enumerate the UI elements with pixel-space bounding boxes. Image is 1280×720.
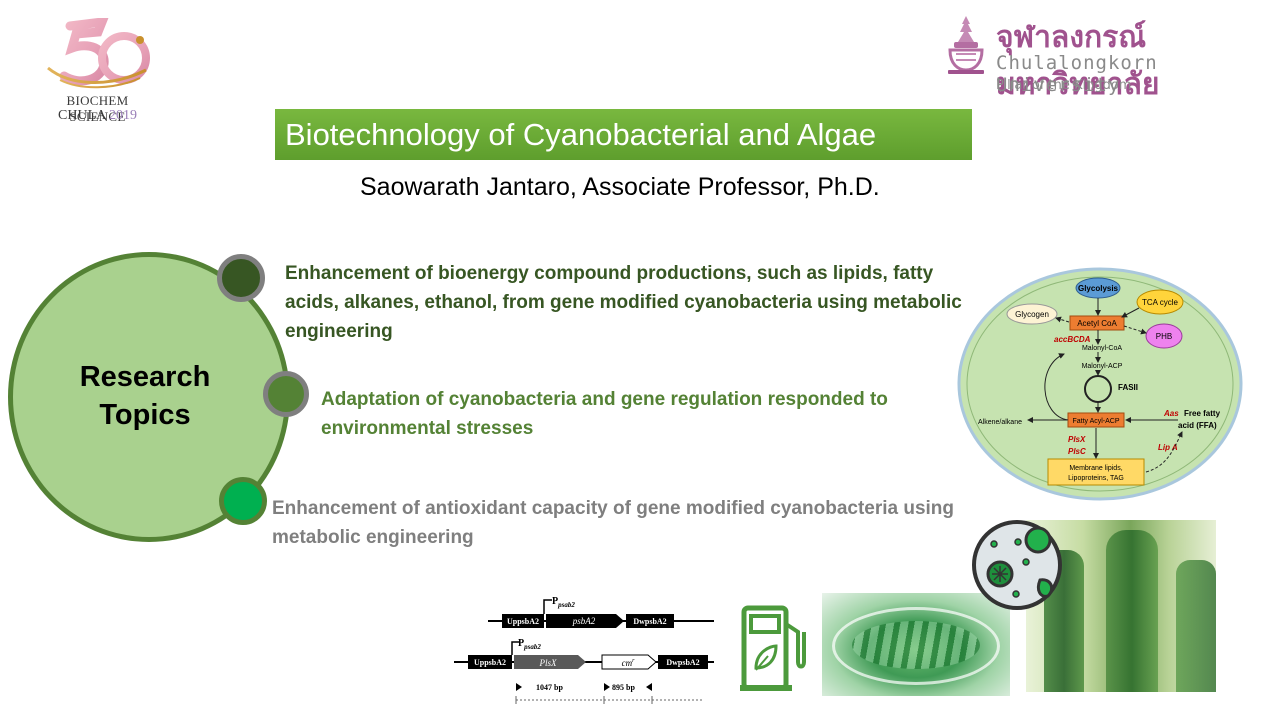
acetyl-coa-node xyxy=(1069,315,1125,331)
construct2-plsx-arrow xyxy=(514,655,586,669)
topic-bullet-1 xyxy=(217,254,265,302)
petri-dish-photo xyxy=(822,593,1010,696)
cell-inner-membrane xyxy=(966,276,1234,492)
construct2-up-box xyxy=(468,655,512,669)
lipid-metabolic-pathway-diagram: Glycolysis TCA cycle Glycogen Acetyl CoA… xyxy=(957,267,1243,501)
university-tagline: Pillar of the Kingdom xyxy=(996,78,1132,93)
research-topic-2: Adaptation of cyanobacteria and gene reg… xyxy=(321,389,888,439)
culture-bottle-2 xyxy=(1106,530,1158,692)
university-name-thai: จุฬาลงกรณ์มหาวิทยาลัย xyxy=(996,20,1160,102)
research-topic-1: Enhancement of bioenergy compound produc… xyxy=(285,263,962,342)
construct2-up-label: UppsbA2 xyxy=(474,658,506,667)
plsc-label: PlsC xyxy=(1068,447,1086,456)
promoter1-label: Ppsab2 xyxy=(552,596,575,609)
lipa-label: Lip A xyxy=(1158,443,1178,452)
acetyl-coa-label: Acetyl CoA xyxy=(1077,319,1117,328)
construct2-marker-label: cmr xyxy=(622,658,636,668)
construct1-gene-arrow xyxy=(546,614,624,628)
construct2-dw-label: DwpsbA2 xyxy=(666,658,699,667)
membrane-lipids-node xyxy=(1047,458,1145,486)
construct1-up-box xyxy=(502,614,544,628)
petri-culture-streaks xyxy=(852,621,980,669)
chulalongkorn-logo: จุฬาลงกรณ์มหาวิทยาลัย Chulalongkorn Univ… xyxy=(944,12,1264,102)
promoter2-label: Ppsab2 xyxy=(518,638,541,651)
alkene-alkane-label: Alkene/alkane xyxy=(978,419,1022,426)
glycogen-node xyxy=(1006,303,1058,325)
plsx-label: PlsX xyxy=(1068,435,1086,444)
fuel-pump-icon xyxy=(740,605,806,691)
fifty-anniversary-emblem-icon xyxy=(47,16,150,89)
title-banner: Biotechnology of Cyanobacterial and Alga… xyxy=(275,109,972,160)
petri-rim xyxy=(832,607,1000,685)
construct1-gene-label: psbA2 xyxy=(572,616,596,626)
glycolysis-label: Glycolysis xyxy=(1078,284,1119,293)
topic-bullet-2 xyxy=(263,371,309,417)
primer-arrow-3 xyxy=(646,683,652,691)
microbe-cell-icon xyxy=(972,520,1062,610)
construct2-dw-box xyxy=(658,655,708,669)
glycogen-label: Glycogen xyxy=(1015,310,1049,319)
logo-caption-chula-year: CHULA 2019 xyxy=(40,108,155,124)
size-label-1047: 1047 bp xyxy=(536,683,563,692)
construct2-marker-arrow xyxy=(601,654,657,670)
phra-kiao-emblem-icon xyxy=(948,16,984,74)
tca-node xyxy=(1136,289,1184,315)
construct1-dw-label: DwpsbA2 xyxy=(633,617,666,626)
logo-caption-year: 2019 xyxy=(108,108,137,123)
membrane-label-line1: Membrane lipids, xyxy=(1069,465,1122,472)
ffa-label-line1: Free fatty xyxy=(1184,409,1221,418)
malonyl-acp-label: Malonyl-ACP xyxy=(1082,363,1123,370)
fatty-acyl-acp-label: Fatty Acyl-ACP xyxy=(1072,418,1119,425)
membrane-label-line2: Lipoproteins, TAG xyxy=(1068,475,1124,482)
size-label-895: 895 bp xyxy=(612,683,635,692)
topic-bullet-3 xyxy=(219,477,267,525)
primer-arrow-1 xyxy=(516,683,522,691)
construct1-dw-box xyxy=(626,614,674,628)
phb-node xyxy=(1145,323,1183,349)
fasii-label: FASII xyxy=(1118,383,1138,392)
research-label-line1: Research xyxy=(79,361,211,393)
construct1-up-label: UppsbA2 xyxy=(507,617,539,626)
biochem-50-logo: BIOCHEM SCIENCE CHULA 2019 xyxy=(40,16,155,128)
logo-caption-biochem-science: BIOCHEM SCIENCE xyxy=(66,93,129,124)
aas-label: Aas xyxy=(1163,409,1179,418)
author-line: Saowarath Jantaro, Associate Professor, … xyxy=(360,173,880,201)
pathway-arrows xyxy=(1027,298,1183,473)
university-name-english: Chulalongkorn University xyxy=(996,52,1158,96)
culture-bottle-3 xyxy=(1176,560,1216,692)
accbcda-label: accBCDA xyxy=(1054,335,1091,344)
tca-label: TCA cycle xyxy=(1142,298,1179,307)
construct2-plsx-label: PlsX xyxy=(539,658,558,668)
phb-label: PHB xyxy=(1156,332,1172,341)
slide-title: Biotechnology of Cyanobacterial and Alga… xyxy=(285,117,877,152)
malonyl-coa-label: Malonyl-CoA xyxy=(1082,345,1122,352)
gene-construct-diagram: Ppsab2 UppsbA2 psbA2 DwpsbA2 Ppsab2 Upps… xyxy=(454,596,714,704)
ffa-label-line2: acid (FFA) xyxy=(1178,421,1217,430)
logo-caption-chula: CHULA xyxy=(58,108,106,123)
promoter2-arrow xyxy=(511,641,520,655)
promoter1-arrow xyxy=(543,599,552,614)
primer-arrow-2 xyxy=(604,683,610,691)
research-label-line2: Topics xyxy=(99,399,191,431)
research-topic-3: Enhancement of antioxidant capacity of g… xyxy=(272,498,955,548)
research-topics-label: Research Topics xyxy=(40,358,250,434)
